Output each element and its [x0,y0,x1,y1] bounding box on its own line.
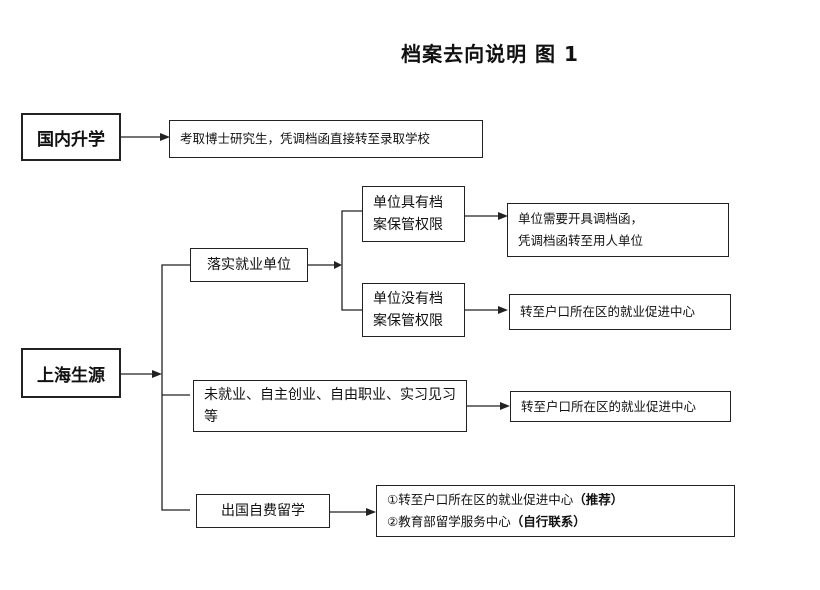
without-authority-result-text: 转至户口所在区的就业促进中心 [520,304,696,319]
with-authority-result-line1: 单位需要开具调档函， [518,211,644,226]
unemployed-node: 未就业、自主创业、自由职业、实习见习等 [193,380,467,432]
with-authority-result-node: 单位需要开具调档函， 凭调档函转至用人单位 [507,203,729,257]
recommended-tag: （推荐） [573,492,624,507]
without-authority-node: 单位没有档案保管权限 [362,283,465,337]
without-authority-result-node: 转至户口所在区的就业促进中心 [509,294,731,330]
shanghai-source-node: 上海生源 [21,348,121,398]
study-abroad-node: 出国自费留学 [196,494,330,528]
study-abroad-option-2: ②教育部留学服务中心（自行联系） [387,511,586,533]
with-authority-result-line2: 凭调档函转至用人单位 [518,233,644,248]
page-title: 档案去向说明 图 1 [401,42,579,66]
without-authority-label: 单位没有档案保管权限 [373,291,443,329]
domestic-target-text: 考取博士研究生，凭调档函直接转至录取学校 [180,131,431,146]
employed-label: 落实就业单位 [207,257,291,273]
study-abroad-option-1: ①转至户口所在区的就业促进中心（推荐） [387,489,623,511]
study-abroad-result-node: ①转至户口所在区的就业促进中心（推荐） ②教育部留学服务中心（自行联系） [376,485,735,537]
study-abroad-option-2-text: ②教育部留学服务中心 [387,514,511,529]
domestic-study-label: 国内升学 [37,129,105,150]
shanghai-source-label: 上海生源 [37,365,105,386]
with-authority-node: 单位具有档案保管权限 [362,186,465,242]
unemployed-label: 未就业、自主创业、自由职业、实习见习等 [204,387,456,425]
domestic-target-node: 考取博士研究生，凭调档函直接转至录取学校 [169,120,483,158]
study-abroad-label: 出国自费留学 [221,503,305,519]
self-contact-tag: （自行联系） [510,514,586,529]
domestic-study-node: 国内升学 [21,113,121,161]
employed-node: 落实就业单位 [190,248,308,282]
unemployed-result-node: 转至户口所在区的就业促进中心 [510,391,731,422]
unemployed-result-text: 转至户口所在区的就业促进中心 [521,398,697,414]
with-authority-label: 单位具有档案保管权限 [373,195,443,233]
study-abroad-option-1-text: ①转至户口所在区的就业促进中心 [387,492,574,507]
